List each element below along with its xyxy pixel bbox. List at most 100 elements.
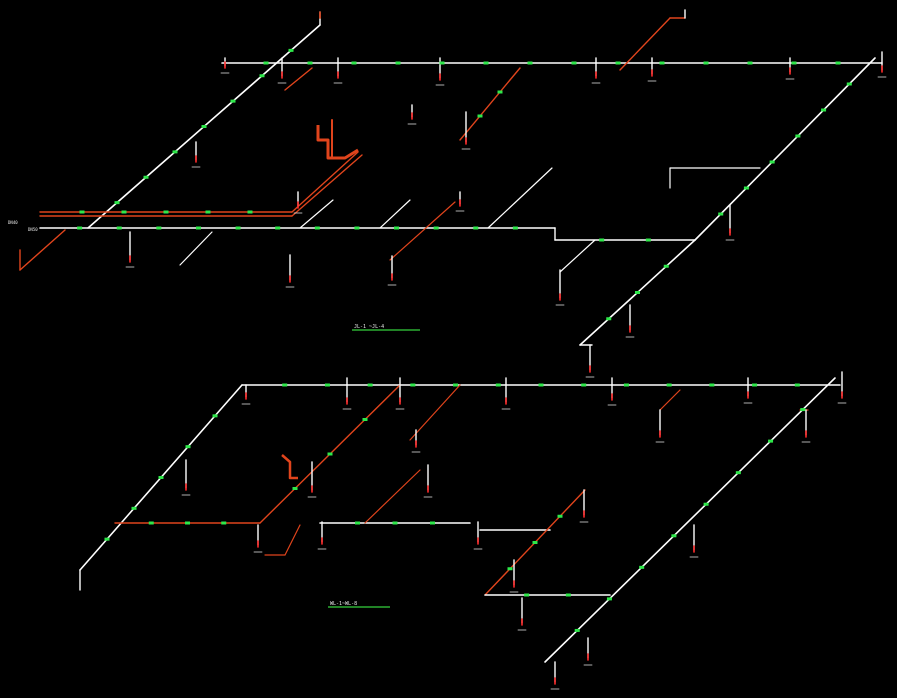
pipe-size-marker bbox=[205, 210, 211, 214]
pipe-size-marker bbox=[131, 506, 137, 510]
pipe-size-marker bbox=[212, 414, 218, 418]
pipe-size-marker bbox=[635, 291, 640, 294]
pipe-size-marker bbox=[292, 487, 298, 490]
inlet-label-top: DN40 bbox=[8, 220, 18, 225]
pipe-size-marker bbox=[659, 61, 665, 65]
pipe-size-marker bbox=[615, 61, 621, 65]
pipe-size-marker bbox=[477, 114, 483, 118]
pipe-size-marker bbox=[743, 186, 749, 190]
pipe-size-marker bbox=[288, 48, 294, 52]
pipe-size-marker bbox=[483, 61, 489, 65]
pipe-size-marker bbox=[259, 74, 265, 78]
pipe-size-marker bbox=[351, 61, 357, 65]
pipe-size-marker bbox=[307, 61, 313, 65]
upper-branch-d2 bbox=[389, 201, 456, 261]
pipe-size-marker bbox=[172, 150, 178, 154]
upper-red-branch-top bbox=[619, 17, 671, 71]
pipe-size-marker bbox=[800, 408, 806, 412]
pipe-size-marker bbox=[114, 201, 120, 205]
pipe-size-marker bbox=[735, 471, 741, 475]
pipe-size-marker bbox=[439, 61, 445, 65]
pipe-size-marker bbox=[314, 226, 320, 230]
pipe-size-marker bbox=[354, 226, 360, 230]
pipe-size-marker bbox=[571, 61, 577, 65]
pipe-size-marker bbox=[185, 445, 191, 449]
pipe-size-marker bbox=[639, 565, 645, 569]
pipe-size-marker bbox=[663, 264, 669, 268]
pipe-size-marker bbox=[718, 212, 724, 216]
pipe-size-marker bbox=[143, 175, 149, 179]
pipe-size-marker bbox=[532, 541, 538, 544]
lower-system-title: WL-1~WL-8 bbox=[330, 601, 357, 607]
pipe-size-marker bbox=[495, 383, 501, 387]
pipe-size-marker bbox=[606, 317, 612, 321]
upper-branch-d4 bbox=[179, 231, 213, 266]
pipe-size-marker bbox=[507, 567, 513, 571]
upper-red-diag-1 bbox=[291, 151, 359, 213]
pipe-size-marker bbox=[538, 383, 544, 387]
pipe-size-marker bbox=[195, 226, 201, 230]
pipe-size-marker bbox=[623, 383, 629, 387]
upper-red-diag-2 bbox=[291, 154, 363, 217]
pipe-size-marker bbox=[703, 61, 709, 65]
pipe-size-marker bbox=[666, 383, 672, 387]
pipe-size-marker bbox=[367, 383, 373, 387]
pipe-size-marker bbox=[747, 61, 753, 65]
pipe-size-marker bbox=[709, 383, 715, 387]
lower-red-mid-diag bbox=[364, 469, 421, 524]
pipe-size-marker bbox=[752, 383, 758, 387]
pipe-size-marker bbox=[473, 226, 479, 230]
pipe-size-marker bbox=[221, 521, 227, 525]
pipe-size-marker bbox=[512, 226, 518, 230]
pipe-size-marker bbox=[574, 628, 580, 632]
pipe-size-marker bbox=[77, 226, 83, 230]
pipe-size-marker bbox=[795, 134, 801, 138]
lower-red-right-branch bbox=[659, 389, 681, 411]
upper-system-title: JL-1 ~JL-4 bbox=[354, 324, 384, 330]
lower-red-small-diag bbox=[284, 524, 301, 556]
pipe-size-marker bbox=[821, 108, 827, 112]
pipe-size-marker bbox=[392, 521, 398, 525]
upper-red-branch-520 bbox=[459, 67, 521, 141]
pipe-size-marker bbox=[79, 210, 85, 214]
drawing-labels: JL-1 ~JL-4 WL-1~WL-8 DN40 DN50 bbox=[8, 220, 420, 608]
pipe-size-marker bbox=[230, 99, 236, 103]
pipe-size-marker bbox=[565, 593, 571, 597]
pipe-size-marker bbox=[645, 238, 651, 242]
pipe-size-marker bbox=[599, 238, 605, 242]
pipe-size-marker bbox=[116, 226, 122, 230]
pipe-size-marker bbox=[769, 160, 775, 164]
pipe-size-marker bbox=[201, 125, 207, 128]
lower-fixture-cluster bbox=[281, 454, 298, 480]
upper-left-red-drop bbox=[19, 229, 66, 271]
pipe-size-marker bbox=[247, 210, 253, 214]
pipe-size-marker bbox=[275, 226, 281, 230]
pipe-size-marker bbox=[433, 226, 439, 230]
pipe-size-marker bbox=[410, 383, 416, 387]
inlet-label-bottom: DN50 bbox=[28, 227, 38, 232]
pipe-size-marker bbox=[581, 383, 587, 387]
pipe-size-marker bbox=[324, 383, 330, 387]
pipe-size-marker bbox=[158, 476, 164, 479]
upper-branch-d1 bbox=[299, 199, 334, 229]
pipe-size-marker bbox=[557, 514, 563, 518]
pipe-size-marker bbox=[156, 226, 162, 230]
pipe-size-marker bbox=[606, 597, 612, 601]
pipe-size-marker bbox=[327, 452, 333, 456]
upper-right-diagonal bbox=[694, 57, 876, 241]
pipe-size-marker bbox=[846, 82, 852, 86]
pipe-size-marker bbox=[185, 521, 190, 525]
pipe-size-marker bbox=[671, 534, 677, 538]
pipe-size-marker bbox=[703, 502, 709, 506]
lower-right-long-diag bbox=[544, 377, 836, 663]
pipe-size-marker bbox=[263, 61, 269, 65]
pipe-size-marker bbox=[453, 383, 459, 387]
pipe-size-marker bbox=[527, 61, 533, 65]
pipe-size-marker bbox=[355, 521, 360, 525]
upper-branch-d3 bbox=[487, 167, 553, 229]
pipe-size-marker bbox=[791, 61, 797, 65]
pipe-size-marker bbox=[362, 418, 368, 421]
pipe-size-marker bbox=[163, 210, 169, 214]
upper-mid-lower-branch bbox=[559, 239, 596, 273]
